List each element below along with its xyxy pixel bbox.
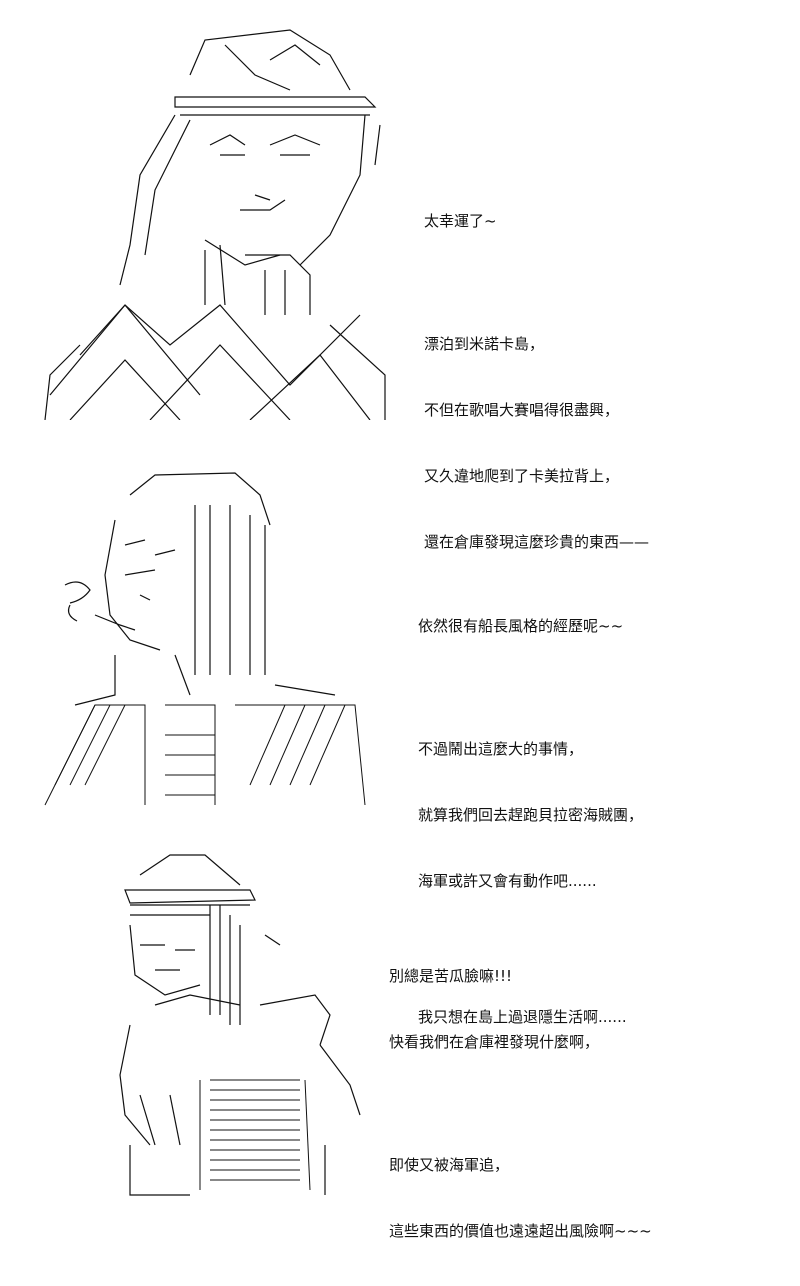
dialogue-line: 還在倉庫發現這麼珍貴的東西—— [424,533,650,551]
character-art-1 [30,15,400,420]
dialogue-line: 即使又被海軍追， [389,1156,510,1174]
dialogue-line: 別總是苦瓜臉嘛!!! [389,967,513,985]
dialogue-line: 這些東西的價值也遠遠超出風險啊~~~ [389,1222,652,1240]
dialogue-line: 漂泊到米諾卡島， [424,335,545,353]
dialogue-line: 不過鬧出這麼大的事情， [418,740,584,758]
panel-3: 別總是苦瓜臉嘛!!! 快看我們在倉庫裡發現什麼啊， 即使又被海軍追， 這些東西的… [0,835,800,1240]
dialogue-text-1: 太幸運了~ 漂泊到米諾卡島， 不但在歌唱大賽唱得很盡興， 又久違地爬到了卡美拉背… [424,166,649,597]
character-art-3 [110,845,370,1200]
dialogue-line: 依然很有船長風格的經歷呢~~ [418,617,624,635]
dialogue-line: 我只想在島上過退隱生活啊...... [418,1008,627,1026]
dialogue-line: 太幸運了~ [424,212,497,230]
panel-1: 太幸運了~ 漂泊到米諾卡島， 不但在歌唱大賽唱得很盡興， 又久違地爬到了卡美拉背… [0,0,800,551]
dialogue-line: 快看我們在倉庫裡發現什麼啊， [389,1033,600,1051]
dialogue-line: 不但在歌唱大賽唱得很盡興， [424,401,620,419]
dialogue-text-3: 別總是苦瓜臉嘛!!! 快看我們在倉庫裡發現什麼啊， 即使又被海軍追， 這些東西的… [389,921,652,1286]
dialogue-text-2: 依然很有船長風格的經歷呢~~ 不過鬧出這麼大的事情， 就算我們回去趕跑貝拉密海賊… [418,571,643,1072]
dialogue-line: 就算我們回去趕跑貝拉密海賊團， [418,806,644,824]
dialogue-line: 海軍或許又會有動作吧...... [418,872,597,890]
character-art-2 [35,465,375,815]
panel-2: 依然很有船長風格的經歷呢~~ 不過鬧出這麼大的事情， 就算我們回去趕跑貝拉密海賊… [0,455,800,1026]
dialogue-line: 又久違地爬到了卡美拉背上， [424,467,620,485]
